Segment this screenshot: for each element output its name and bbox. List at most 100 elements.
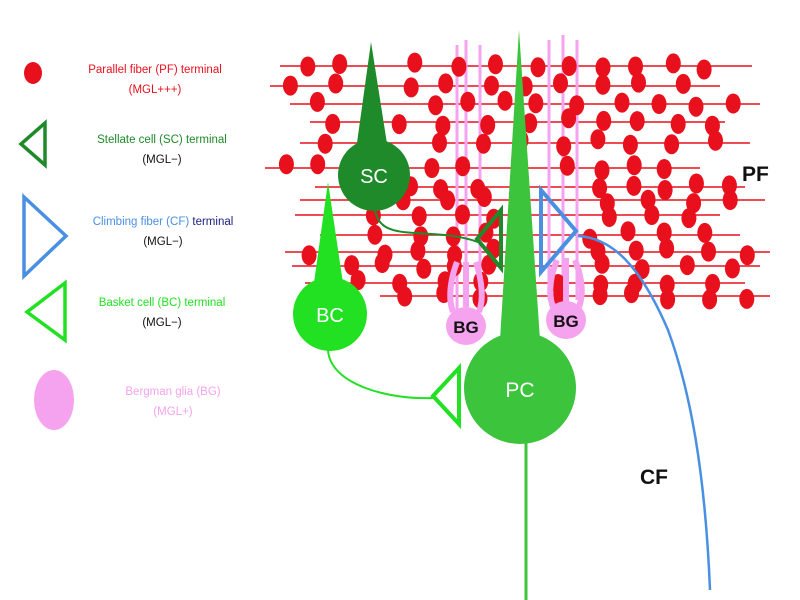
pf-terminal-dot bbox=[561, 108, 577, 129]
pf-terminal-dot bbox=[432, 132, 447, 153]
pf-terminal-dot bbox=[626, 155, 642, 176]
pf-terminal-dot bbox=[497, 90, 513, 111]
pf-terminal-dot bbox=[659, 274, 675, 295]
pf-terminal-dot bbox=[725, 93, 741, 114]
bg-right-label: BG bbox=[553, 312, 579, 331]
pf-terminal-dot bbox=[590, 129, 606, 150]
pf-terminal-dot bbox=[705, 273, 721, 294]
bergmann-glia-right: BG bbox=[546, 258, 586, 339]
pf-terminal-dot bbox=[325, 113, 341, 134]
pf-label: PF bbox=[742, 163, 769, 186]
pf-terminal-dot bbox=[626, 175, 642, 196]
pf-terminal-dot bbox=[488, 54, 503, 75]
legend-bg-line2: (MGL+) bbox=[153, 406, 193, 418]
legend-icons bbox=[18, 62, 74, 430]
pf-terminal-dot bbox=[522, 113, 538, 134]
bc-terminal-legend-icon bbox=[24, 279, 67, 344]
pf-terminal-dot bbox=[697, 222, 713, 243]
pf-terminal-dot bbox=[528, 93, 544, 114]
pf-terminal-dot bbox=[664, 134, 680, 155]
pf-terminal-dot bbox=[594, 253, 610, 274]
legend-sc-line2: (MGL−) bbox=[142, 154, 182, 166]
pf-terminal-dot bbox=[416, 258, 432, 279]
pf-terminal-dot bbox=[622, 134, 638, 155]
pf-terminal-legend-icon bbox=[24, 62, 42, 84]
legend-bc: Basket cell (BC) terminal (MGL−) bbox=[62, 293, 262, 333]
pf-terminal-dot bbox=[309, 91, 325, 112]
legend-sc-line1: Stellate cell (SC) terminal bbox=[97, 134, 227, 146]
pf-terminal-dot bbox=[644, 205, 660, 225]
pf-terminal-dot bbox=[595, 57, 611, 78]
pf-terminal-dot bbox=[367, 224, 383, 245]
pf-terminal-dot bbox=[657, 180, 673, 200]
bergmann-glia-left: BG bbox=[446, 260, 486, 345]
bc-terminal-on-pc bbox=[430, 362, 461, 430]
bg-legend-icon bbox=[34, 370, 74, 430]
climbing-fiber bbox=[539, 184, 712, 591]
legend-cf-line1a: Climbing fiber (CF) bbox=[92, 216, 190, 228]
pf-terminal-dot bbox=[397, 286, 413, 307]
pf-terminal-dot bbox=[704, 115, 720, 136]
sc-label: SC bbox=[360, 166, 388, 188]
pf-terminal-dot bbox=[300, 56, 316, 77]
pf-terminal-dot bbox=[620, 221, 636, 242]
pf-terminal-dot bbox=[724, 258, 740, 279]
pf-terminal-dot bbox=[739, 288, 755, 309]
bc-label: BC bbox=[316, 305, 344, 327]
pf-terminal-dot bbox=[696, 59, 712, 80]
pf-terminal-dot bbox=[624, 283, 639, 304]
pf-terminal-dot bbox=[681, 208, 697, 229]
legend-cf-line2: (MGL−) bbox=[143, 236, 183, 248]
pf-terminal-dot bbox=[559, 155, 575, 176]
pf-terminal-dot bbox=[455, 156, 471, 177]
pf-terminal-dot bbox=[659, 238, 675, 259]
pf-terminal-dot bbox=[651, 94, 667, 114]
pf-terminal-dot bbox=[701, 241, 716, 262]
pf-terminal-dot bbox=[721, 175, 737, 196]
pf-terminal-dot bbox=[595, 74, 611, 95]
pf-terminal-dot bbox=[640, 189, 656, 210]
legend-cf: Climbing fiber (CF) terminal (MGL−) bbox=[58, 212, 268, 252]
pf-terminal-dot bbox=[310, 154, 326, 175]
pf-terminal-dot bbox=[301, 245, 317, 266]
legend-bc-line1: Basket cell (BC) terminal bbox=[98, 297, 226, 309]
pf-terminal-dot bbox=[391, 114, 407, 135]
pf-terminal-dot bbox=[688, 173, 704, 194]
cf-terminal-on-pc bbox=[539, 184, 579, 278]
pc-label: PC bbox=[505, 379, 534, 402]
legend-pf: Parallel fiber (PF) terminal (MGL+++) bbox=[55, 60, 255, 100]
pf-terminal-dot bbox=[592, 285, 608, 306]
pf-terminal-dot bbox=[411, 206, 427, 227]
pf-terminal-dot bbox=[628, 240, 644, 261]
purkinje-cell: PC bbox=[464, 30, 576, 600]
cf-terminal-legend-icon bbox=[22, 192, 69, 281]
pf-terminal-dot bbox=[631, 72, 646, 93]
pf-terminal-dot bbox=[553, 73, 568, 94]
pf-terminal-dot bbox=[679, 255, 695, 276]
pf-terminal-dot bbox=[278, 154, 294, 175]
pf-terminal-dot bbox=[675, 73, 691, 94]
pf-terminal-dot bbox=[374, 253, 390, 273]
stellate-cell: SC bbox=[338, 42, 503, 274]
legend-pf-line1: Parallel fiber (PF) terminal bbox=[88, 64, 222, 76]
pf-terminal-dot bbox=[480, 114, 496, 135]
pf-terminal-dot bbox=[438, 73, 454, 94]
legend-bg-line1: Bergman glia (BG) bbox=[125, 386, 221, 398]
pf-terminal-dot bbox=[702, 289, 718, 310]
pf-terminal-dot bbox=[656, 222, 672, 243]
legend-bg: Bergman glia (BG) (MGL+) bbox=[88, 382, 258, 422]
pf-terminal-dot bbox=[708, 130, 723, 151]
pf-terminal-dot bbox=[282, 75, 298, 96]
pf-terminal-dot bbox=[350, 270, 366, 291]
pf-terminal-dot bbox=[476, 133, 491, 154]
pf-terminal-dot bbox=[556, 136, 572, 157]
pf-terminal-dot bbox=[592, 178, 608, 199]
pf-terminal-dot bbox=[739, 245, 755, 266]
pf-terminal-dot bbox=[530, 57, 546, 78]
cf-label: CF bbox=[640, 466, 668, 489]
pf-terminal-dot bbox=[332, 54, 348, 74]
pf-terminal-dot bbox=[614, 92, 630, 113]
sc-terminal-on-pc bbox=[474, 204, 503, 274]
pf-terminal-dot bbox=[596, 110, 612, 131]
